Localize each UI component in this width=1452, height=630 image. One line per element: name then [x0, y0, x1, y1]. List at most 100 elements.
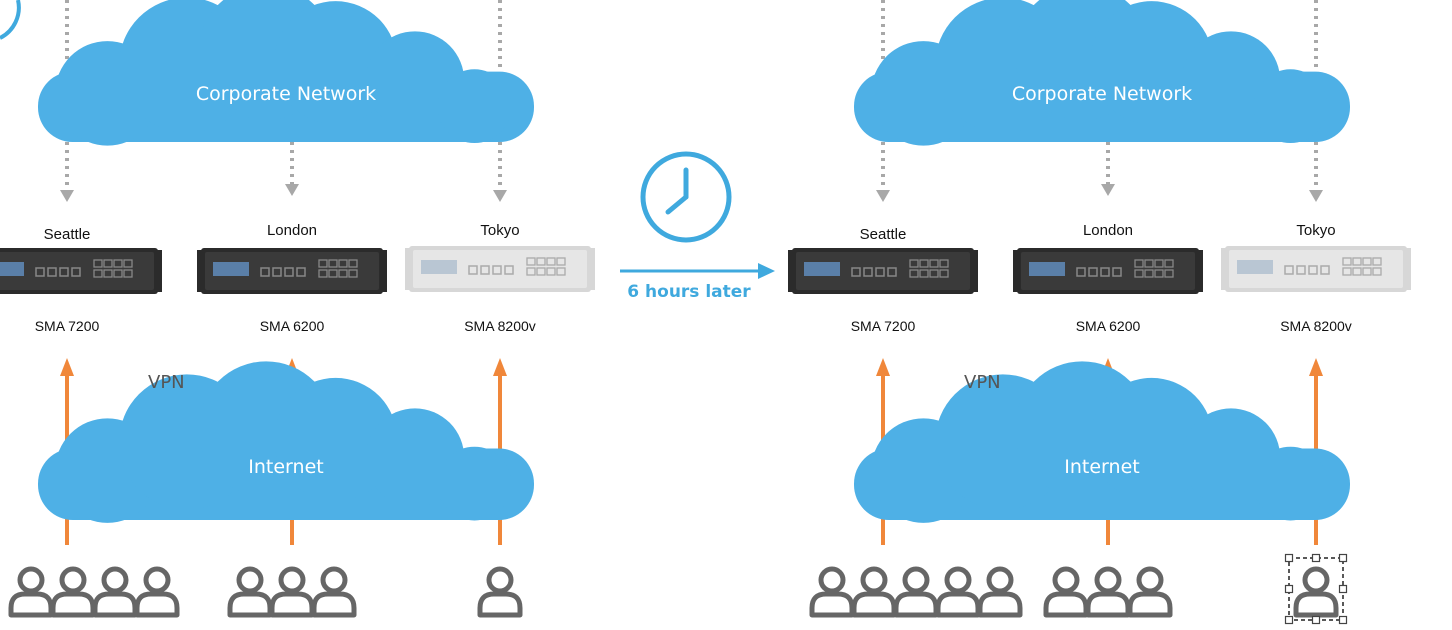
- appliance-port: [260, 267, 270, 277]
- downlink-arrowhead: [1309, 190, 1323, 202]
- corporate-cloud-shape: [854, 0, 1350, 146]
- appliance-dark: [197, 248, 387, 294]
- appliance-port: [556, 267, 566, 276]
- appliance-port: [887, 267, 897, 277]
- appliance-port: [318, 259, 328, 268]
- vpn-arrowhead: [1309, 358, 1323, 376]
- appliance-light: [1221, 246, 1411, 292]
- appliance-port: [1320, 265, 1330, 275]
- appliance-port: [929, 259, 939, 268]
- site-city-tokyo: Tokyo: [1296, 222, 1336, 239]
- site-model-seattle: SMA 7200: [850, 318, 916, 334]
- internet-cloud-shape: [38, 361, 534, 523]
- user-body: [1085, 591, 1131, 618]
- appliance-port: [1134, 269, 1144, 278]
- selection-handle: [1338, 584, 1348, 594]
- appliance-display: [0, 262, 24, 276]
- user-body: [134, 591, 180, 618]
- site-city-tokyo: Tokyo: [480, 222, 520, 239]
- appliance-port: [1296, 265, 1306, 275]
- appliance-dark: [0, 248, 162, 294]
- user-head: [143, 566, 171, 594]
- appliance-rack-ear: [197, 250, 203, 292]
- user-icon: [809, 566, 855, 618]
- transition-label: 6 hours later: [627, 282, 751, 302]
- appliance-port: [1342, 267, 1352, 276]
- appliance-dark: [1013, 248, 1203, 294]
- appliance-port: [103, 259, 113, 268]
- appliance-port: [71, 267, 81, 277]
- selection-handle: [1284, 553, 1294, 563]
- appliance-port: [1342, 257, 1352, 266]
- corporate-cloud-puff: [1090, 1, 1214, 125]
- appliance-port: [504, 265, 514, 275]
- user-icon: [311, 566, 357, 618]
- appliance-port: [338, 259, 348, 268]
- user-head: [486, 566, 514, 594]
- selection-handle: [1284, 615, 1294, 625]
- vpn-arrowhead: [876, 358, 890, 376]
- user-head: [1302, 566, 1330, 594]
- panel-before: Corporate Network Internet VPN Seattle L…: [0, 0, 620, 630]
- internet-cloud-puff: [1253, 446, 1328, 521]
- corporate-network-label: Corporate Network: [195, 83, 377, 105]
- user-body: [1293, 591, 1339, 618]
- appliance-rack-ear: [1221, 248, 1227, 290]
- internet-cloud-puff: [274, 377, 398, 501]
- appliance-display: [804, 262, 840, 276]
- appliance-rack-ear: [972, 250, 978, 292]
- selection-handle: [1311, 615, 1321, 625]
- user-icon: [477, 566, 523, 618]
- user-body: [477, 591, 523, 618]
- appliances: [788, 246, 1411, 294]
- appliance-port: [546, 257, 556, 266]
- appliance-faceplate: [1021, 252, 1195, 290]
- appliance-port: [338, 269, 348, 278]
- user-body: [311, 591, 357, 618]
- appliance-display: [1237, 260, 1273, 274]
- transition-arrow: [620, 263, 775, 279]
- appliance-port: [348, 259, 358, 268]
- appliance-port: [480, 265, 490, 275]
- appliance-port: [1100, 267, 1110, 277]
- appliance-port: [123, 259, 133, 268]
- user-icon: [1293, 566, 1339, 618]
- appliance-port: [113, 269, 123, 278]
- appliance-port: [1362, 267, 1372, 276]
- user-head: [1136, 566, 1164, 594]
- appliance-port: [536, 257, 546, 266]
- appliance-port: [47, 267, 57, 277]
- vpn-label: VPN: [148, 372, 185, 393]
- appliance-faceplate: [205, 252, 379, 290]
- internet-cloud-puff: [437, 446, 512, 521]
- appliance-port: [296, 267, 306, 277]
- site-city-seattle: Seattle: [43, 226, 91, 243]
- appliance-port: [909, 259, 919, 268]
- selection-handle: [1338, 553, 1348, 563]
- user-head: [17, 566, 45, 594]
- appliance-port: [1112, 267, 1122, 277]
- appliance-rack-ear: [788, 250, 794, 292]
- corporate-downlinks: [876, 142, 1323, 202]
- internet-cloud: [38, 361, 534, 523]
- appliance-light: [405, 246, 595, 292]
- appliance-faceplate: [1229, 250, 1403, 288]
- appliance-port: [909, 269, 919, 278]
- appliance-port: [1088, 267, 1098, 277]
- appliance-port: [1134, 259, 1144, 268]
- corporate-cloud-puff: [274, 1, 398, 125]
- appliance-port: [468, 265, 478, 275]
- appliance-display: [421, 260, 457, 274]
- appliance-port: [851, 267, 861, 277]
- site-city-london: London: [1082, 222, 1134, 239]
- appliance-dark: [788, 248, 978, 294]
- user-head: [236, 566, 264, 594]
- user-head: [986, 566, 1014, 594]
- downlink-arrowhead: [876, 190, 890, 202]
- internet-label: Internet: [248, 456, 324, 478]
- user-icon: [1127, 566, 1173, 618]
- panel-after-graphics: [788, 0, 1411, 625]
- appliance-port: [1352, 257, 1362, 266]
- appliance-port: [1164, 269, 1174, 278]
